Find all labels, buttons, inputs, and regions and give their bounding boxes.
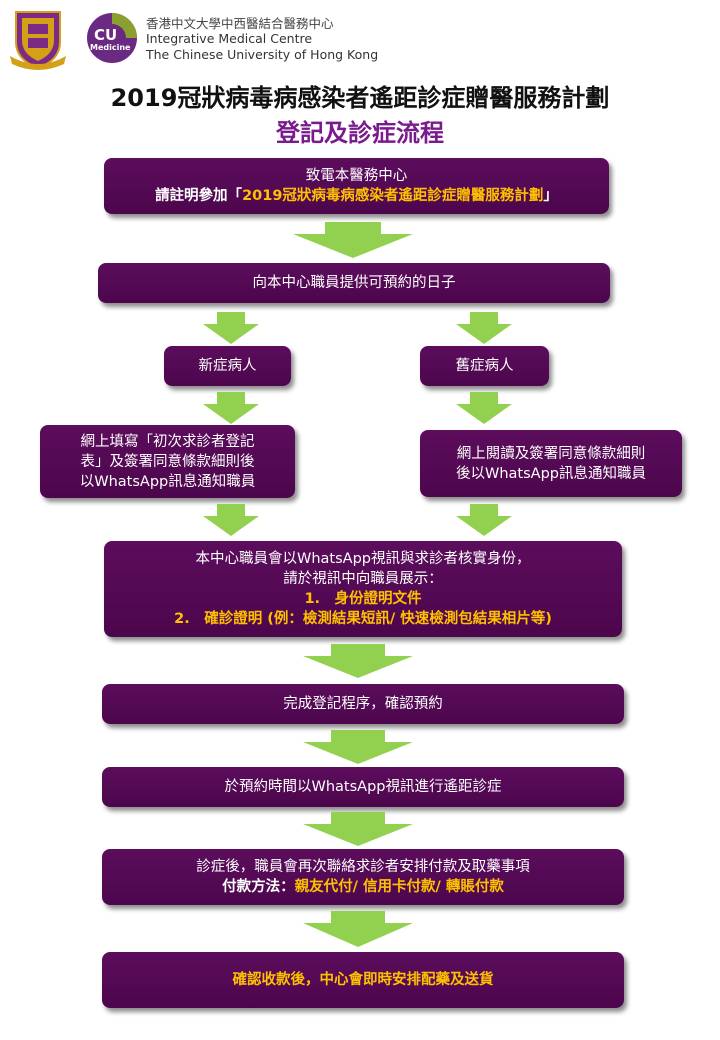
arrow-down-icon <box>303 911 413 947</box>
page-subtitle: 登記及診症流程 <box>276 119 444 147</box>
new-action-line-3: 以WhatsApp訊息通知職員 <box>79 473 256 490</box>
scheme-name-highlight: 2019冠狀病毒病感染者遙距診症贈醫服務計劃 <box>242 188 544 204</box>
arrow-down-icon <box>293 222 413 258</box>
arrow-down-icon <box>303 644 413 678</box>
arrow-down-icon <box>203 392 259 424</box>
step-call-centre: 致電本醫務中心 請註明參加「2019冠狀病毒病感染者遙距診症贈醫服務計劃」 <box>104 158 609 214</box>
payment-line-1: 診症後，職員會再次聯絡求診者安排付款及取藥事項 <box>196 859 530 875</box>
cuhk-crest-icon <box>10 11 66 70</box>
org-name-zh: 香港中文大學中西醫結合醫務中心 <box>146 16 334 31</box>
step-video-consultation: 於預約時間以WhatsApp視訊進行遙距診症 <box>102 767 624 807</box>
cu-medicine-logo: CU Medicine <box>86 12 138 64</box>
old-action-line-2: 後以WhatsApp訊息通知職員 <box>456 465 646 482</box>
old-patient-label: 舊症病人 <box>455 358 514 374</box>
old-patient-action-box: 網上閱讀及簽署同意條款細則 後以WhatsApp訊息通知職員 <box>420 430 682 497</box>
dispense-delivery-text: 確認收款後，中心會即時安排配藥及送貨 <box>232 972 494 988</box>
cu-logo-text: CU <box>94 26 118 44</box>
video-consultation-text: 於預約時間以WhatsApp視訊進行遙距診症 <box>224 779 502 795</box>
arrow-down-icon <box>303 730 413 764</box>
complete-registration-text: 完成登記程序，確認預約 <box>283 696 443 712</box>
old-action-line-1: 網上閱讀及簽署同意條款細則 <box>456 445 646 462</box>
step-call-line-2: 請註明參加「2019冠狀病毒病感染者遙距診症贈醫服務計劃」 <box>155 186 558 206</box>
payment-methods-label: 付款方法： <box>222 879 295 895</box>
cu-logo-medicine-text: Medicine <box>90 43 131 52</box>
new-patient-box: 新症病人 <box>164 346 291 386</box>
arrow-down-icon <box>203 504 259 536</box>
step-payment-arrangement: 診症後，職員會再次聯絡求診者安排付款及取藥事項 付款方法：親友代付/ 信用卡付款… <box>102 849 624 905</box>
org-name-en-1: Integrative Medical Centre <box>146 31 313 46</box>
new-patient-label: 新症病人 <box>198 358 257 374</box>
org-name-en-2: The Chinese University of Hong Kong <box>146 47 379 62</box>
arrow-down-icon <box>303 812 413 846</box>
payment-methods-line: 付款方法：親友代付/ 信用卡付款/ 轉賬付款 <box>222 877 504 897</box>
step-call-prefix: 請註明參加「 <box>155 188 243 204</box>
new-action-line-1: 網上填寫「初次求診者登記 <box>80 433 255 450</box>
page-title: 2019冠狀病毒病感染者遙距診症贈醫服務計劃 <box>110 84 610 112</box>
step-provide-dates-text: 向本中心職員提供可預約的日子 <box>252 275 456 291</box>
arrow-down-icon <box>456 392 512 424</box>
new-patient-action-box: 網上填寫「初次求診者登記 表」及簽署同意條款細則後 以WhatsApp訊息通知職… <box>40 425 295 498</box>
arrow-down-icon <box>456 312 512 344</box>
verify-line-1: 本中心職員會以WhatsApp視訊與求診者核實身份， <box>195 551 531 567</box>
step-dispense-delivery: 確認收款後，中心會即時安排配藥及送貨 <box>102 952 624 1008</box>
verify-line-2: 請於視訊中向職員展示： <box>283 571 443 587</box>
step-call-suffix: 」 <box>543 188 558 204</box>
verify-item-diagnosis-proof: 2. 確診證明 (例：檢測結果短訊/ 快速檢測包結果相片等) <box>174 611 552 627</box>
step-identity-verification: 本中心職員會以WhatsApp視訊與求診者核實身份， 請於視訊中向職員展示： 1… <box>104 541 622 637</box>
verify-item-id-document: 1. 身份證明文件 <box>304 591 422 607</box>
step-call-line-1: 致電本醫務中心 <box>305 168 408 184</box>
payment-methods-list: 親友代付/ 信用卡付款/ 轉賬付款 <box>294 879 504 895</box>
cu-medicine-logo-icon <box>87 13 137 63</box>
step-complete-registration: 完成登記程序，確認預約 <box>102 684 624 724</box>
new-action-line-2: 表」及簽署同意條款細則後 <box>80 453 255 470</box>
old-patient-box: 舊症病人 <box>420 346 549 386</box>
arrow-down-icon <box>456 504 512 536</box>
arrow-down-icon <box>203 312 259 344</box>
step-provide-dates: 向本中心職員提供可預約的日子 <box>98 263 610 303</box>
